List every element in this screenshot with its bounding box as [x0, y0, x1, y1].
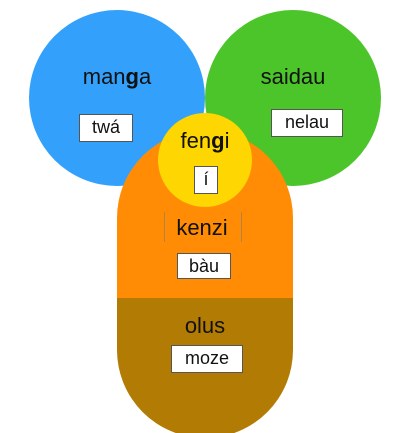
fengi-label: fengi [180, 128, 230, 153]
kenzi-label: kenzi [176, 215, 228, 240]
manga-label: manga [82, 64, 152, 89]
manga-gloss-box: twá [79, 114, 133, 142]
olus-gloss-box: moze [171, 345, 243, 373]
saidau-label: saidau [260, 64, 326, 89]
fengi-circle [158, 113, 252, 207]
olus-label: olus [184, 313, 226, 338]
kenzi-gloss-box: bàu [177, 253, 231, 279]
fengi-gloss-box: í [194, 166, 218, 194]
kenzi-text-cursor [164, 212, 242, 242]
saidau-gloss-box: nelau [271, 109, 343, 137]
